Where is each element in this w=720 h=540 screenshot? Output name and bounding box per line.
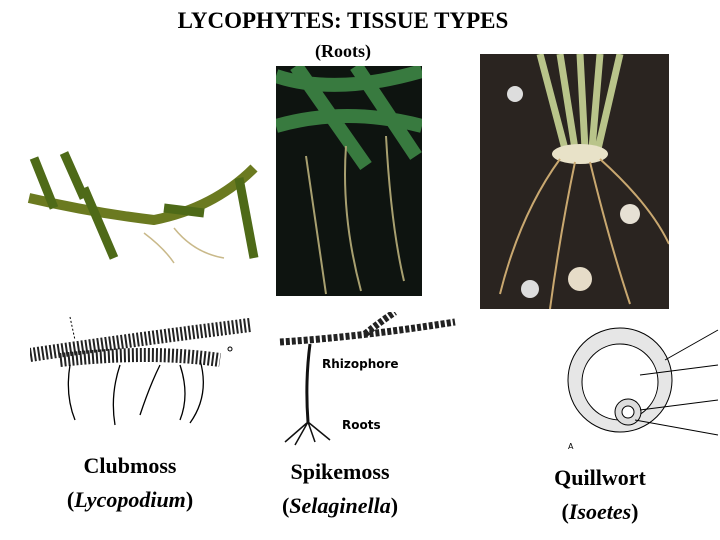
spikemoss-genus-name: Selaginella [289, 493, 391, 518]
spikemoss-photo [276, 66, 422, 296]
clubmoss-genus: (Lycopodium) [66, 487, 194, 512]
spikemoss-caption: Spikemoss (Selaginella) [240, 455, 440, 523]
clubmoss-caption: Clubmoss (Lycopodium) [30, 449, 230, 517]
figure-marker: A [568, 442, 574, 451]
spikemoss-sketch [279, 312, 456, 446]
slide-title: LYCOPHYTES: TISSUE TYPES [177, 8, 509, 33]
quillwort-photo [480, 54, 669, 309]
quillwort-genus: (Isoetes) [561, 499, 639, 524]
roots-label: Roots [342, 418, 381, 432]
spikemoss-common-name: Spikemoss [290, 459, 390, 484]
clubmoss-genus-name: Lycopodium [74, 487, 186, 512]
quillwort-common-name: Quillwort [554, 465, 646, 490]
spikemoss-drawing: Rhizophore Roots [270, 312, 460, 447]
quillwort-genus-name: Isoetes [568, 499, 632, 524]
quillwort-cross-section [567, 327, 719, 436]
slide-subtitle: (Roots) [315, 41, 371, 61]
quillwort-caption: Quillwort (Isoetes) [500, 461, 700, 529]
spikemoss-genus: (Selaginella) [281, 493, 399, 518]
clubmoss-photo [27, 151, 259, 264]
clubmoss-common-name: Clubmoss [83, 453, 177, 478]
clubmoss-drawing [30, 316, 251, 426]
rhizophore-label: Rhizophore [322, 357, 399, 371]
quillwort-drawing: A [560, 320, 720, 455]
